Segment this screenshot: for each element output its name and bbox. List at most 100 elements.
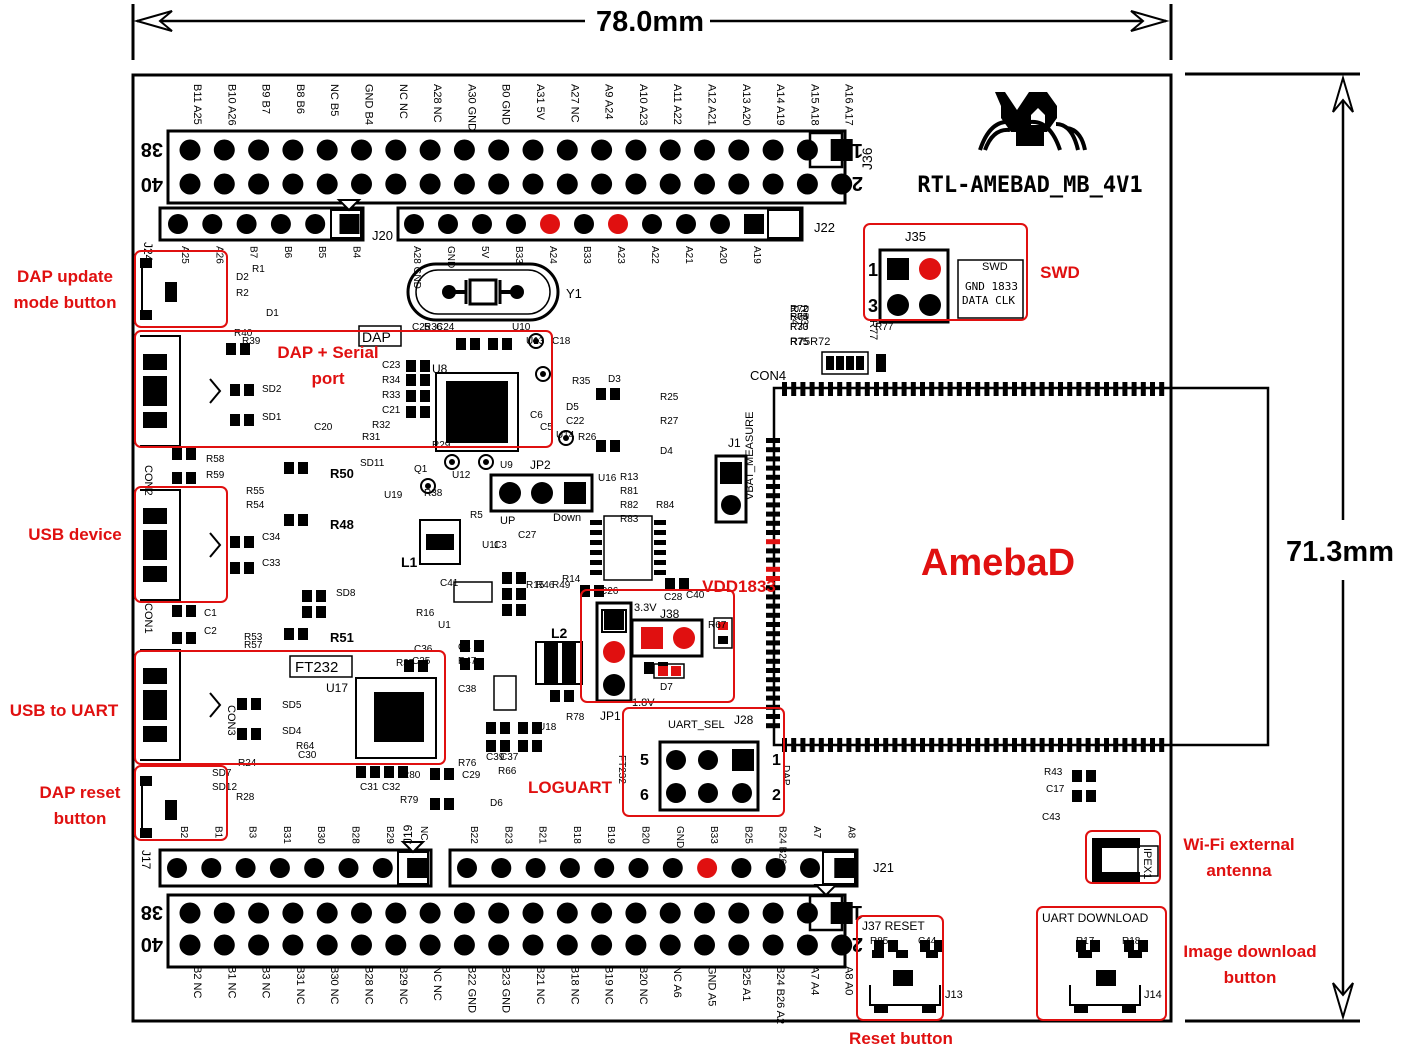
module-pad — [956, 382, 962, 396]
j21-pin — [800, 858, 820, 878]
designator-label: R1 — [252, 264, 265, 275]
header-pin — [179, 934, 201, 956]
designator-label: R27 — [660, 416, 679, 427]
designator-label: SD5 — [282, 700, 302, 711]
designator-label: R35 — [572, 376, 591, 387]
j20-pin — [472, 214, 492, 234]
top-pin-label: A13 A20 — [740, 84, 752, 126]
module-pad — [910, 738, 916, 752]
designator-label: SD8 — [336, 588, 356, 599]
smd-pad — [186, 472, 196, 484]
designator-label: SD7 — [212, 768, 232, 779]
header-pin — [316, 139, 338, 161]
smd-pad — [1138, 940, 1148, 952]
bottom-pin-label: B19 NC — [603, 966, 615, 1005]
bottom-header-38: 38 — [141, 901, 163, 923]
header-pin — [830, 902, 853, 924]
module-pad — [766, 548, 780, 554]
smd-pad — [460, 658, 470, 670]
j1-label: J1 — [728, 436, 741, 450]
top-pin-label: B11 A25 — [191, 84, 203, 125]
bottom-pin-label: B30 NC — [328, 966, 340, 1005]
module-pad — [1140, 738, 1146, 752]
ic-u19 — [603, 515, 653, 581]
label-image-download: Image download button — [1183, 942, 1317, 987]
top-header-38: 38 — [141, 138, 163, 160]
designator-label: D3 — [608, 374, 621, 385]
bottom-pin-label: A7 A4 — [808, 966, 820, 995]
top-header-1: 1 — [852, 139, 863, 161]
module-pad — [766, 640, 780, 646]
module-pad — [938, 382, 944, 396]
smd-pad — [420, 360, 430, 372]
designator-label: R38 — [424, 488, 443, 499]
box-image-download — [1036, 906, 1167, 1021]
j38-label: J38 — [660, 607, 680, 621]
j22-label: J22 — [814, 220, 835, 235]
smd-pad — [298, 628, 308, 640]
designator-label: R67 — [708, 620, 727, 631]
designator-label: C29 — [462, 770, 481, 781]
j21-pin-label: B21 — [537, 826, 548, 844]
module-pad — [966, 382, 971, 396]
j21-pin — [834, 858, 855, 878]
designator-label: R72 — [790, 304, 809, 315]
designator-label: R65 — [790, 312, 809, 323]
r51-label: R51 — [330, 630, 354, 645]
designator-label: C35 — [412, 656, 431, 667]
header-pin — [385, 139, 407, 161]
designator-label: R18 — [1122, 936, 1141, 947]
j20-pin — [642, 214, 662, 234]
module-pad — [766, 686, 780, 692]
j1-vbat-header — [714, 454, 748, 524]
header-pin — [248, 934, 270, 956]
designator-label: C30 — [298, 750, 317, 761]
j13-label: J13 — [945, 989, 963, 1001]
header-pin — [694, 173, 715, 195]
top-pin-label: NC B5 — [328, 84, 340, 116]
j20-pin-label: A22 — [649, 246, 660, 264]
j35-pin1: 1 — [868, 260, 878, 280]
module-pad — [837, 382, 843, 396]
designator-label: C1 — [204, 608, 217, 619]
j24-pin — [305, 214, 326, 234]
j21-pin — [594, 858, 615, 878]
r72-r77-pack — [821, 351, 886, 375]
smd-pad — [420, 390, 430, 402]
designator-label: C32 — [382, 782, 401, 793]
module-pad — [1002, 382, 1008, 396]
smd-pad — [230, 384, 240, 396]
smd-pad — [404, 660, 414, 672]
header-pin — [453, 173, 475, 195]
module-pad — [1085, 738, 1091, 752]
header-pin — [179, 902, 201, 924]
j24-pin — [168, 214, 188, 234]
module-pad — [766, 612, 780, 618]
j38-header — [630, 618, 704, 658]
smd-pad — [500, 722, 510, 734]
smd-pad — [444, 768, 454, 780]
designator-label: R17 — [1076, 936, 1095, 947]
smd-pad — [172, 605, 182, 617]
smd-pad — [406, 374, 416, 386]
jp1-label: JP1 — [600, 709, 621, 723]
v33-label: 3.3V — [634, 602, 657, 614]
module-pad — [766, 603, 780, 609]
header-pin — [316, 173, 338, 195]
smd-pad — [244, 536, 254, 548]
smd-pad — [430, 768, 440, 780]
top-pin-label: GND B4 — [363, 84, 375, 125]
y1-label: Y1 — [566, 286, 582, 301]
r74-label: R74 — [788, 305, 800, 325]
designator-label: D7 — [660, 682, 673, 693]
module-pad — [883, 382, 889, 396]
smd-pad — [610, 388, 620, 400]
top-pin-label: A14 A19 — [774, 84, 786, 126]
box-reset — [856, 915, 944, 1021]
con4-label: CON4 — [750, 368, 786, 383]
module-pad — [766, 465, 780, 471]
j21-pin-label: A8 — [845, 826, 856, 839]
designator-label: C31 — [360, 782, 379, 793]
